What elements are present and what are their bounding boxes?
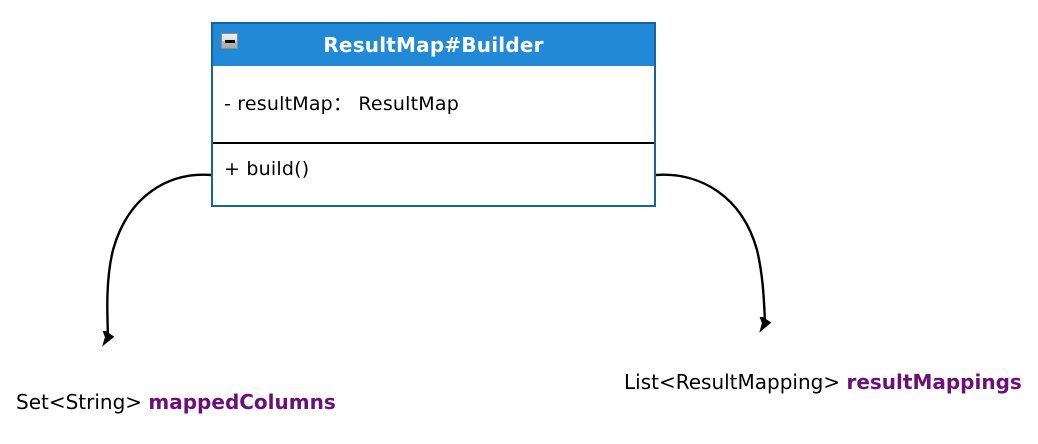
uml-attribute-resultmap: - resultMap： ResultMap [224, 92, 459, 115]
uml-method-build: + build() [224, 157, 310, 180]
uml-attributes-compartment: - resultMap： ResultMap [213, 66, 654, 142]
minus-icon[interactable] [221, 33, 238, 49]
uml-methods-compartment: + build() [213, 142, 654, 205]
label-mapped-columns-name: mappedColumns [148, 390, 336, 414]
label-result-mappings: List<ResultMapping> resultMappings [624, 372, 1022, 392]
label-result-mappings-name: resultMappings [846, 370, 1022, 394]
minus-bar [224, 39, 235, 43]
label-mapped-columns-type: Set<String> [16, 390, 143, 414]
uml-class-title: ResultMap#Builder [323, 33, 544, 57]
label-result-mappings-type: List<ResultMapping> [624, 370, 841, 394]
uml-class-header: ResultMap#Builder [213, 24, 654, 66]
uml-class-box[interactable]: ResultMap#Builder - resultMap： ResultMap… [211, 22, 656, 207]
label-mapped-columns: Set<String> mappedColumns [16, 392, 336, 412]
connector-to-mapped-columns [107, 173, 213, 336]
connector-to-result-mappings [654, 173, 765, 322]
